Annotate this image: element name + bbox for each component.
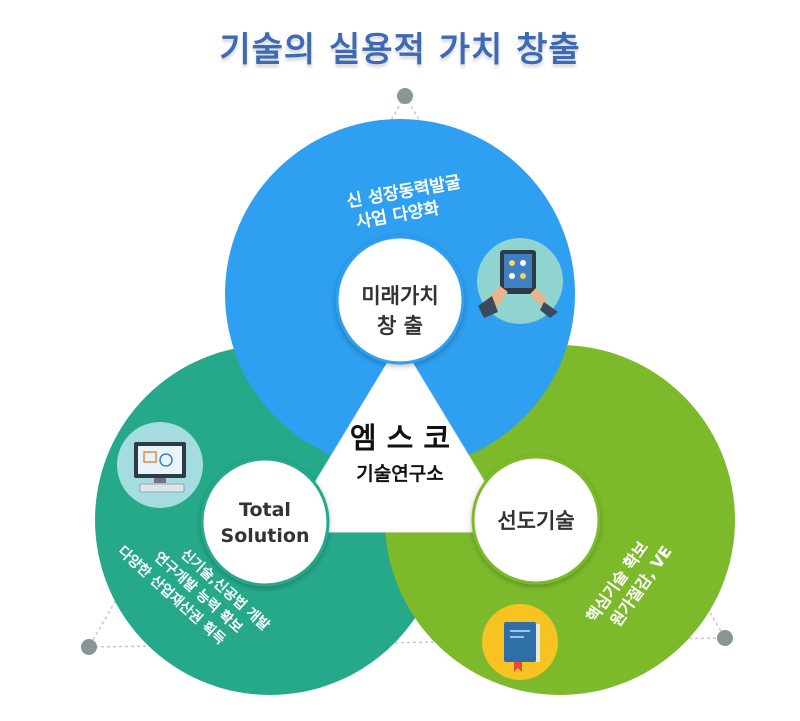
book-icon: [482, 604, 558, 680]
right-label: 선도기술: [497, 509, 574, 533]
inner-circle-left: [200, 457, 330, 587]
node-dot-right: [717, 630, 733, 646]
center-triangle: [284, 341, 516, 533]
top-label-line2: 창 출: [377, 314, 423, 338]
left-label-line2: Solution: [221, 525, 310, 547]
center-title: 엠 스 코: [350, 421, 450, 455]
center-subtitle: 기술연구소: [356, 463, 443, 485]
tablet-hands-icon: [477, 238, 563, 324]
top-label-line1: 미래가치: [361, 284, 438, 308]
inner-circle-top: [335, 235, 465, 365]
left-label-line1: Total: [239, 499, 291, 521]
page-title: 기술의 실용적 가치 창출: [219, 30, 581, 70]
node-dot-left: [81, 639, 97, 655]
node-dot-top: [397, 88, 413, 104]
computer-monitor-icon: [117, 422, 203, 508]
inner-circle-right: [471, 455, 601, 585]
